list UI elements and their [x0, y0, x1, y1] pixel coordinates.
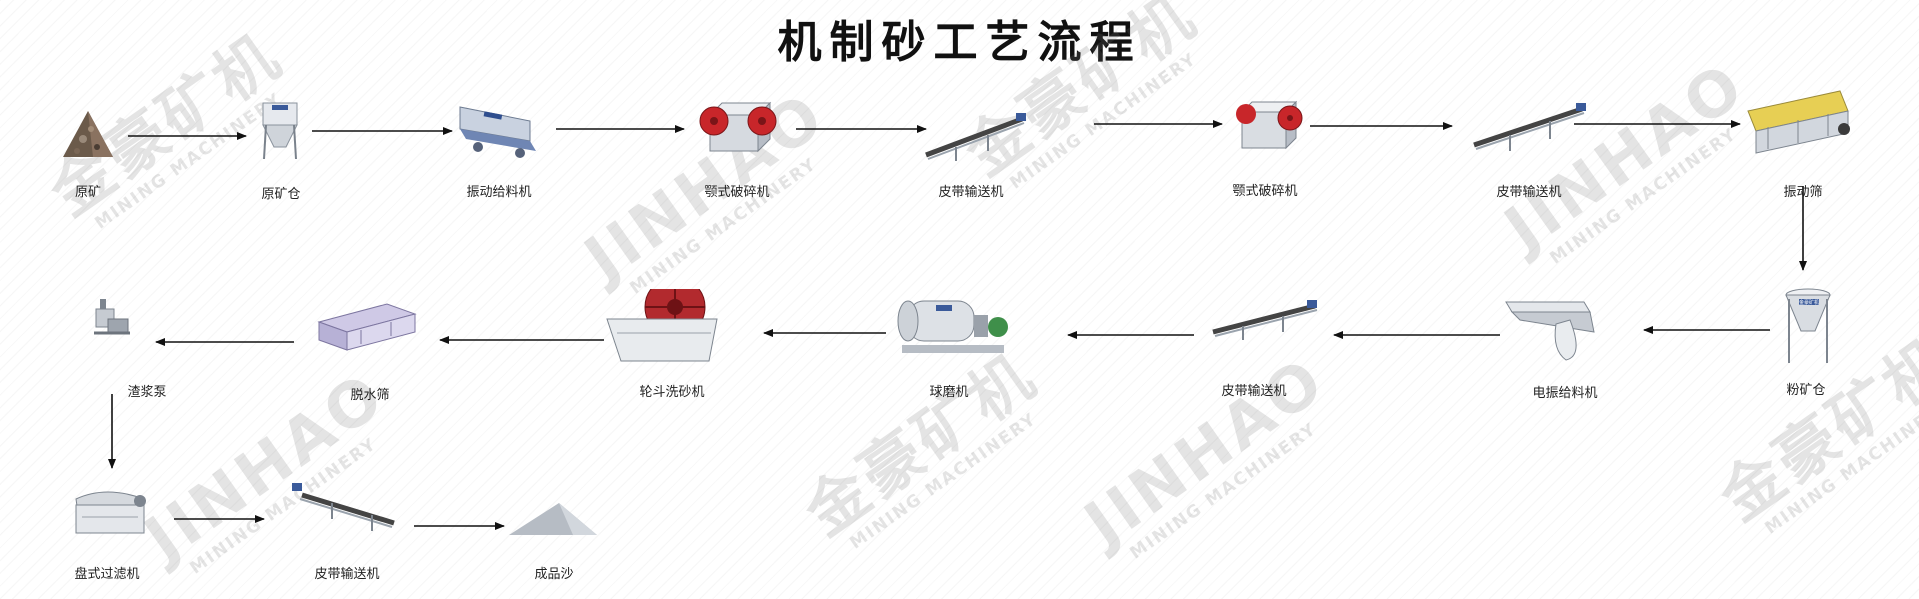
step-fine-ore-bin: 金豪矿机 粉矿仓	[1731, 287, 1881, 407]
belt-conveyor-icon	[1179, 288, 1329, 378]
step-electromagnetic-feeder: 电振给料机	[1490, 290, 1640, 410]
fine-ore-bin-icon: 金豪矿机	[1731, 287, 1881, 377]
step-label: 皮带输送机	[1496, 185, 1562, 200]
step-vibrating-feeder: 振动给料机	[424, 89, 574, 209]
step-jaw-crusher-2: 颚式破碎机	[1190, 88, 1340, 208]
step-label: 颚式破碎机	[1232, 184, 1298, 199]
step-label: 皮带输送机	[1221, 384, 1287, 399]
step-belt-conveyor-2: 皮带输送机	[1454, 89, 1604, 209]
slurry-pump-icon	[72, 289, 222, 379]
step-label: 球磨机	[929, 385, 969, 400]
step-label: 盘式过滤机	[74, 567, 140, 582]
step-label: 振动筛	[1783, 185, 1823, 200]
vibrating-screen-icon	[1728, 89, 1878, 179]
step-ore-bin: 原矿仓	[206, 91, 356, 211]
step-label: 原矿仓	[261, 187, 301, 202]
step-label: 振动给料机	[466, 185, 532, 200]
step-label: 皮带输送机	[938, 185, 1004, 200]
step-raw-ore: 原矿	[13, 89, 163, 209]
jaw-crusher-icon	[662, 89, 812, 179]
step-vibrating-screen: 振动筛	[1728, 89, 1878, 209]
step-belt-conveyor-3: 皮带输送机	[1179, 288, 1329, 408]
step-label: 轮斗洗砂机	[639, 385, 705, 400]
belt-conveyor-icon	[896, 89, 1046, 179]
step-dewatering-screen: 脱水筛	[295, 292, 445, 412]
jaw-crusher-icon	[1190, 88, 1340, 178]
step-label: 脱水筛	[350, 388, 390, 403]
svg-text:金豪矿机: 金豪矿机	[1799, 299, 1819, 306]
disc-filter-icon	[32, 471, 182, 561]
step-label: 颚式破碎机	[704, 185, 770, 200]
step-slurry-pump: 渣浆泵	[72, 289, 222, 409]
step-label: 粉矿仓	[1786, 383, 1826, 398]
step-belt-conveyor-1: 皮带输送机	[896, 89, 1046, 209]
step-label: 成品沙	[534, 567, 574, 582]
diagram-title: 机制砂工艺流程	[777, 17, 1142, 68]
belt-conveyor-icon	[1454, 89, 1604, 179]
bucket-sand-washer-icon	[597, 289, 747, 379]
electromagnetic-feeder-icon	[1490, 290, 1640, 380]
step-ball-mill: 球磨机	[874, 289, 1024, 409]
step-label: 原矿	[74, 185, 101, 200]
step-finished-sand: 成品沙	[479, 471, 629, 591]
vibrating-feeder-icon	[424, 89, 574, 179]
step-bucket-sand-washer: 轮斗洗砂机	[597, 289, 747, 409]
step-belt-conveyor-4: 皮带输送机	[272, 471, 422, 591]
step-label: 皮带输送机	[314, 567, 380, 582]
belt-conveyor-icon	[272, 471, 422, 561]
step-jaw-crusher-1: 颚式破碎机	[662, 89, 812, 209]
ball-mill-icon	[874, 289, 1024, 379]
step-label: 电振给料机	[1532, 386, 1598, 401]
step-label: 渣浆泵	[127, 385, 167, 400]
step-disc-filter: 盘式过滤机	[32, 471, 182, 591]
ore-bin-icon	[206, 91, 356, 181]
raw-ore-pile-icon	[13, 89, 163, 179]
dewatering-screen-icon	[295, 292, 445, 382]
finished-sand-pile-icon	[479, 471, 629, 561]
